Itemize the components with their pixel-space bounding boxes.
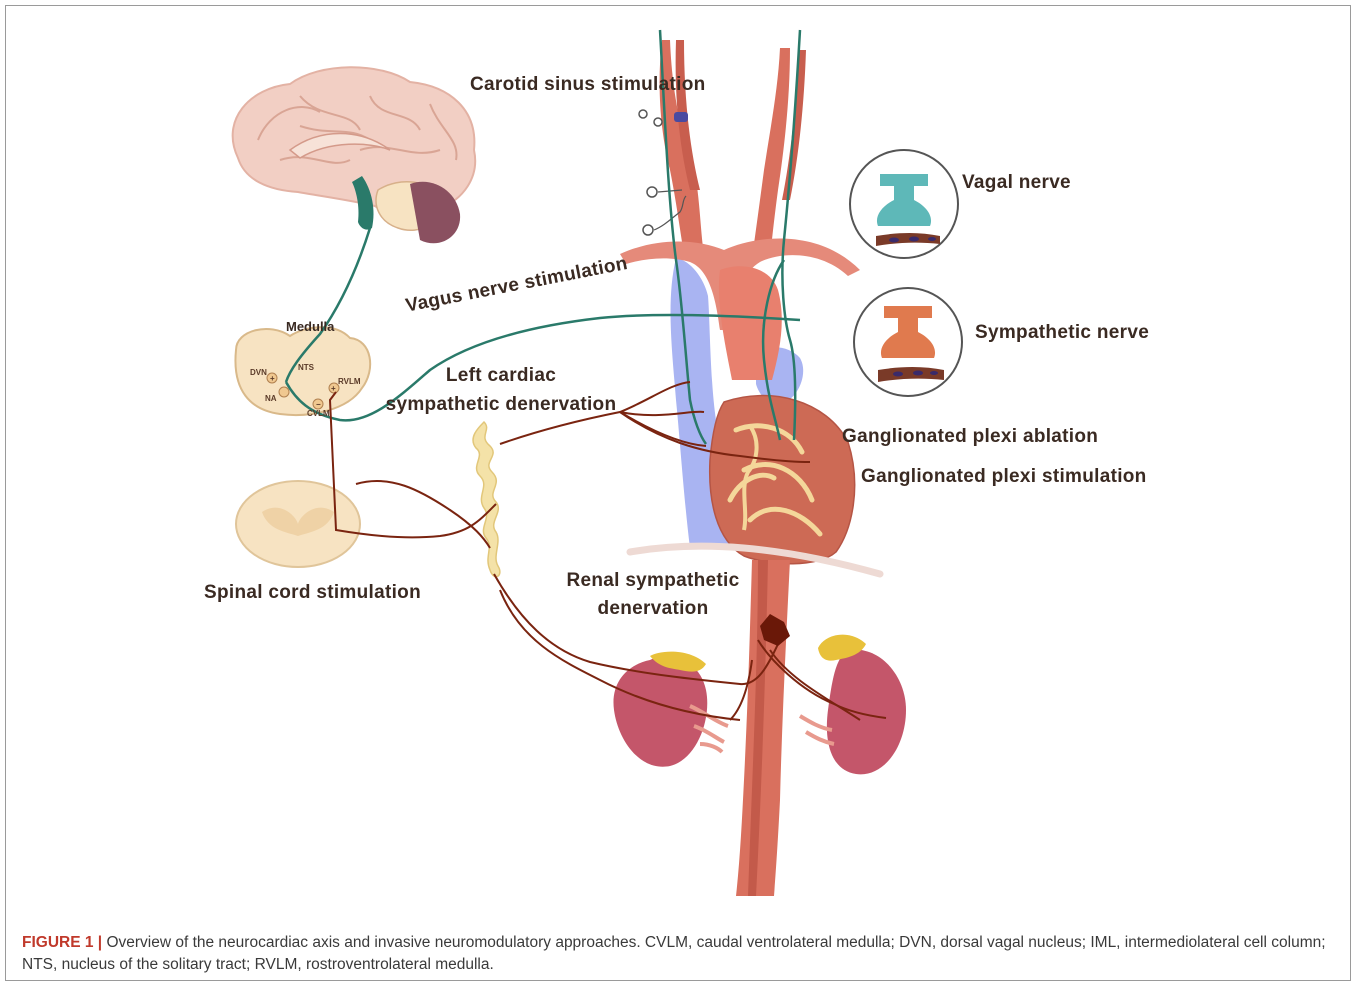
- cvlm-label: CVLM: [307, 409, 330, 418]
- brain: [233, 67, 476, 243]
- sympathetic-nerve-label: Sympathetic nerve: [975, 322, 1149, 344]
- rvlm-plus-sign: +: [331, 384, 336, 393]
- figure-number: FIGURE 1 |: [22, 934, 102, 951]
- left-cardiac-label-2: sympathetic denervation: [380, 394, 622, 416]
- carotid-sinus-label: Carotid sinus stimulation: [470, 74, 706, 96]
- cvlm-minus-sign: −: [316, 400, 321, 409]
- carotid-arteries: [660, 40, 806, 258]
- vagal-nerve-label: Vagal nerve: [962, 172, 1071, 194]
- rvlm-label: RVLM: [338, 377, 361, 386]
- nts-plus-sign: +: [270, 374, 275, 383]
- nts-label: NTS: [298, 363, 314, 372]
- spinal-cord-label: Spinal cord stimulation: [204, 582, 421, 604]
- left-cardiac-label-1: Left cardiac: [380, 365, 622, 387]
- medulla-label: Medulla: [286, 319, 334, 334]
- vagal-synapse: [850, 150, 958, 258]
- sympathetic-synapse: [854, 288, 962, 396]
- gp-ablation-label: Ganglionated plexi ablation: [842, 426, 1098, 448]
- neurocardiac-diagram: [0, 0, 1358, 930]
- spinal-cord-section: [236, 481, 360, 567]
- renal-label-1: Renal sympathetic: [558, 570, 748, 592]
- caption-text: Overview of the neurocardiac axis and in…: [22, 934, 1326, 973]
- na-label: NA: [265, 394, 277, 403]
- sympathetic-chain: [473, 422, 500, 577]
- figure-caption: FIGURE 1 | Overview of the neurocardiac …: [22, 932, 1332, 976]
- heart: [710, 396, 855, 564]
- renal-label-2: denervation: [558, 598, 748, 620]
- gp-stimulation-label: Ganglionated plexi stimulation: [861, 466, 1147, 488]
- dvn-label: DVN: [250, 368, 267, 377]
